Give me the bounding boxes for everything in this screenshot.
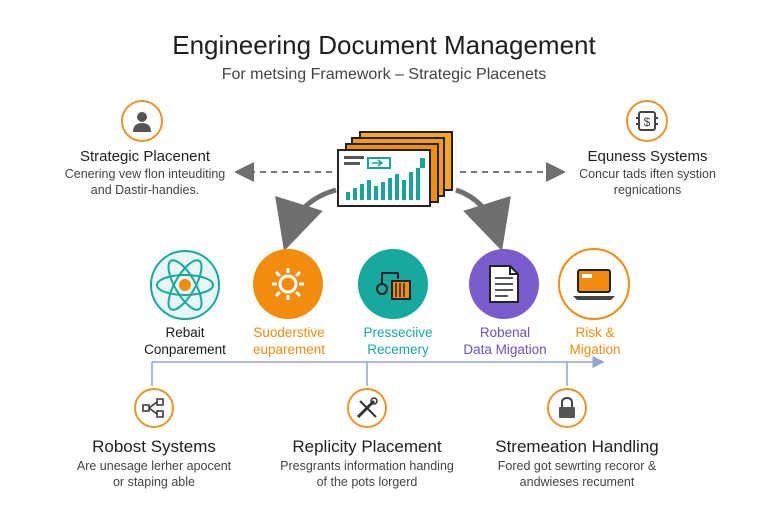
- middle-item-label: Suoderstive euparement: [224, 324, 354, 358]
- network-nodes-icon: [134, 388, 174, 428]
- middle-item-line2: Conparement: [144, 342, 226, 357]
- bottom-item-desc-line2: andwieses recument: [519, 475, 635, 489]
- middle-item-label: Robenal Data Migation: [440, 324, 570, 358]
- curve-arrow-left: [275, 187, 337, 252]
- bottom-item-desc-line1: Fored got sewrting recoror &: [497, 459, 657, 473]
- middle-item-line1: Rebait: [165, 325, 205, 340]
- left-block-title: Strategic Placenent: [79, 148, 211, 165]
- person-icon: [121, 100, 163, 142]
- bottom-item-desc-line2: of the pots lorgerd: [316, 475, 418, 489]
- svg-text:$: $: [644, 115, 651, 129]
- middle-item-line1: Risk &: [575, 325, 615, 340]
- document-stack-chart-icon: [337, 131, 453, 207]
- right-block-title: Equness Systems: [587, 148, 708, 165]
- document-icon: [469, 249, 539, 319]
- left-block-desc-line1: Cenering vew flon inteuditing: [64, 167, 226, 181]
- bottom-item-title: Stremeation Handling: [495, 437, 659, 456]
- atom-icon: [148, 248, 222, 322]
- page-title: Engineering Document Management: [172, 30, 596, 60]
- right-block-desc-line2: regnications: [613, 183, 682, 197]
- bottom-item-desc: Are unesage lerher apocent or staping ab…: [54, 458, 254, 490]
- middle-item-label: Rebait Conparement: [120, 324, 250, 358]
- tools-icon: [347, 388, 387, 428]
- pipeline-icon: [358, 249, 428, 319]
- bottom-item-desc: Fored got sewrting recoror & andwieses r…: [462, 458, 692, 490]
- middle-item-line2: euparement: [252, 342, 326, 357]
- bottom-item-desc-line1: Are unesage lerher apocent: [76, 459, 232, 473]
- bottom-item-desc-line1: Presgrants information handing: [280, 459, 454, 473]
- middle-item-line2: Migation: [569, 342, 621, 357]
- page-subtitle: For metsing Framework – Strategic Placen…: [221, 66, 547, 83]
- middle-item-line2: Data Migation: [463, 342, 547, 357]
- middle-item-line1: Robenal: [479, 325, 531, 340]
- middle-item-line1: Presseciive: [363, 325, 433, 340]
- bottom-item-title: Replicity Placement: [292, 437, 442, 456]
- bottom-item-title: Robost Systems: [92, 437, 216, 456]
- finance-document-icon: $: [626, 100, 668, 142]
- bottom-item-desc-line2: or staping able: [112, 475, 195, 489]
- middle-item-label: Presseciive Recemery: [333, 324, 463, 358]
- left-block-desc-line2: and Dastir-handies.: [90, 183, 200, 197]
- right-block-desc: Concur tads iften systion regnications: [540, 166, 755, 198]
- laptop-icon: [558, 248, 630, 320]
- right-block-desc-line1: Concur tads iften systion: [579, 167, 716, 181]
- curve-arrow-right: [455, 187, 511, 252]
- middle-item-line2: Recemery: [367, 342, 429, 357]
- gear-icon: [253, 249, 323, 319]
- lock-icon: [547, 388, 587, 428]
- left-block-desc: Cenering vew flon inteuditing and Dastir…: [40, 166, 250, 198]
- bottom-item-desc: Presgrants information handing of the po…: [257, 458, 477, 490]
- middle-item-line1: Suoderstive: [253, 325, 325, 340]
- middle-item-label: Risk & Migation: [530, 324, 660, 358]
